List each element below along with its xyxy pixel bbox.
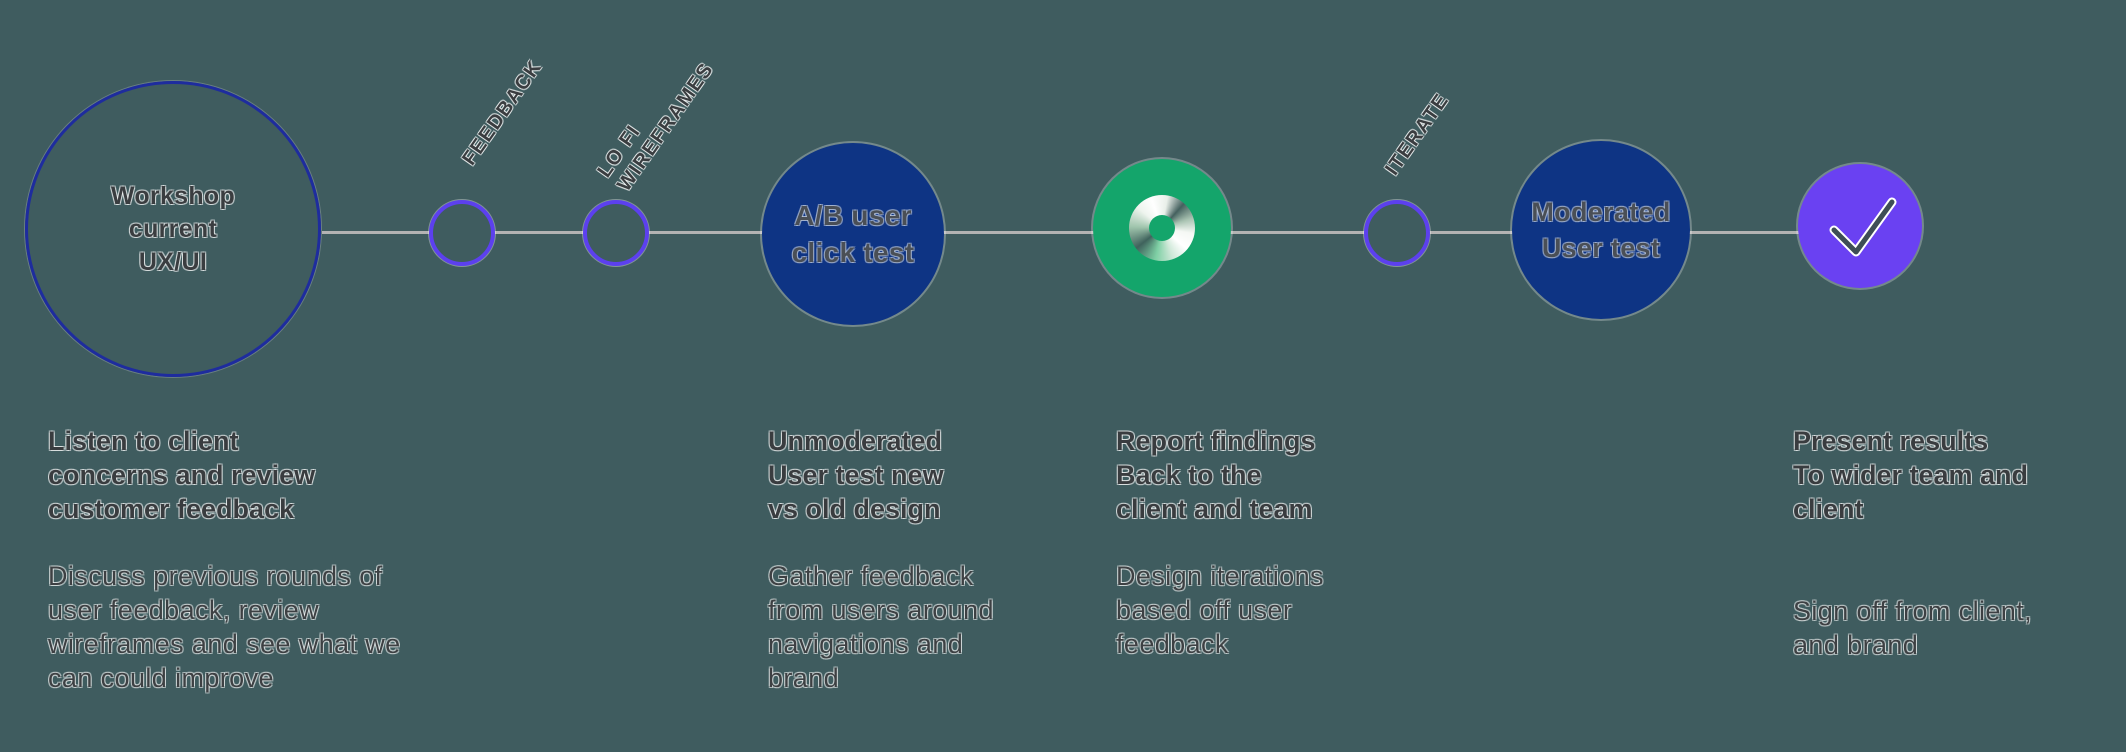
workshop-circle-label: Workshop current UX/UI xyxy=(110,181,236,276)
ab-click-test-circle: A/B user click test xyxy=(762,143,944,325)
loop-milestone-circle xyxy=(1093,159,1231,297)
note-present-results-body: Sign off from client, and brand xyxy=(1793,596,2033,660)
ab-click-test-label: A/B user click test xyxy=(791,200,915,268)
feedback-stage-label: FEEDBACK xyxy=(458,55,547,170)
loop-ring-icon xyxy=(1129,195,1195,261)
iterate-circle xyxy=(1364,200,1430,266)
timeline-connector-line xyxy=(322,231,1860,234)
note-unmoderated-test: Unmoderated User test new vs old design … xyxy=(768,424,1128,695)
note-unmoderated-test-heading: Unmoderated User test new vs old design xyxy=(768,426,944,524)
note-workshop: Listen to client concerns and review cus… xyxy=(48,424,528,695)
note-report-findings-heading: Report findings Back to the client and t… xyxy=(1116,426,1316,524)
iterate-stage-label: ITERATE xyxy=(1381,89,1454,180)
workshop-circle: Workshop current UX/UI xyxy=(25,81,321,377)
note-report-findings-body: Design iterations based off user feedbac… xyxy=(1116,561,1324,659)
note-present-results: Present results To wider team and client… xyxy=(1793,424,2126,662)
moderated-user-test-circle: Moderated User test xyxy=(1512,141,1690,319)
note-workshop-heading: Listen to client concerns and review cus… xyxy=(48,426,316,524)
lofi-wireframes-stage-label: LO FI WIREFRAMES xyxy=(593,58,719,196)
lofi-wireframes-circle xyxy=(583,200,649,266)
note-workshop-body: Discuss previous rounds of user feedback… xyxy=(48,561,401,693)
complete-circle xyxy=(1798,164,1922,288)
feedback-circle xyxy=(429,200,495,266)
check-icon xyxy=(1829,197,1897,257)
note-present-results-heading: Present results To wider team and client xyxy=(1793,426,2029,524)
moderated-user-test-label: Moderated User test xyxy=(1531,197,1671,263)
note-report-findings: Report findings Back to the client and t… xyxy=(1116,424,1476,661)
note-unmoderated-test-body: Gather feedback from users around naviga… xyxy=(768,561,994,693)
